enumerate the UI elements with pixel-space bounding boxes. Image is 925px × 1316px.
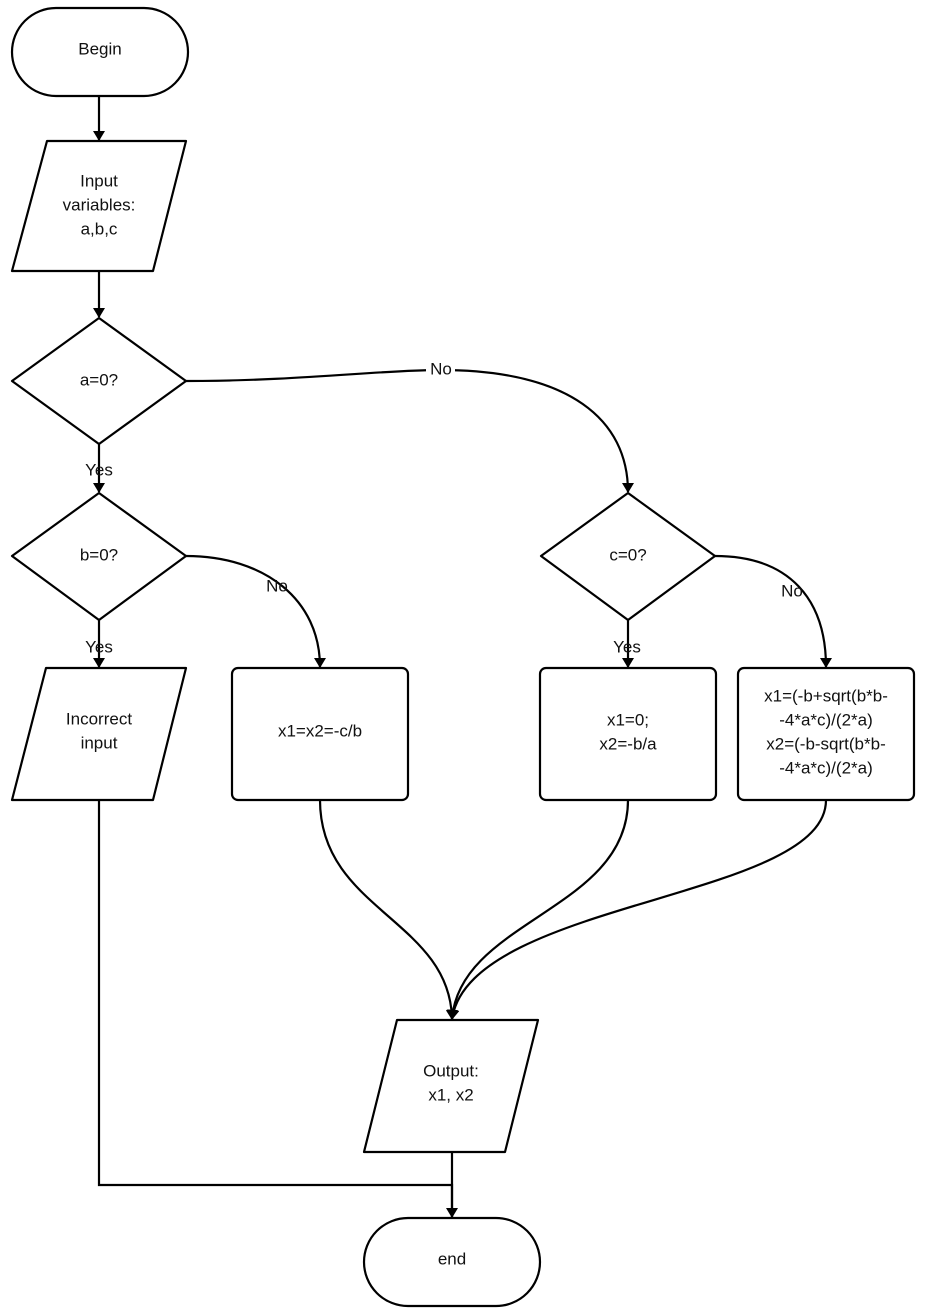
input-line-1: Input: [80, 171, 118, 190]
node-c-zero: c=0?: [539, 491, 717, 622]
b-zero-label: b=0?: [80, 545, 118, 564]
quadratic-line-4: -4*a*c)/(2*a): [779, 758, 873, 777]
label-a-yes: Yes: [85, 460, 113, 479]
a-zero-label: a=0?: [80, 370, 118, 389]
edges: [93, 96, 832, 1218]
czero-line-2: x2=-b/a: [599, 734, 657, 753]
quadratic-line-2: -4*a*c)/(2*a): [779, 710, 873, 729]
czero-line-1: x1=0;: [607, 710, 649, 729]
label-c-no: No: [781, 581, 803, 600]
input-line-2: variables:: [63, 195, 136, 214]
node-b-zero: b=0?: [10, 491, 188, 622]
end-label: end: [438, 1249, 466, 1268]
input-line-3: a,b,c: [81, 219, 118, 238]
edge-linear-output: [318, 799, 458, 1020]
node-linear: x1=x2=-c/b: [230, 666, 410, 802]
output-line-2: x1, x2: [428, 1085, 473, 1104]
edge-a-no: [185, 368, 634, 493]
node-incorrect: Incorrect input: [10, 666, 188, 802]
quadratic-line-1: x1=(-b+sqrt(b*b-: [764, 686, 888, 705]
node-output: Output: x1, x2: [362, 1018, 540, 1154]
edge-b-no: [185, 554, 326, 668]
node-quadratic: x1=(-b+sqrt(b*b- -4*a*c)/(2*a) x2=(-b-sq…: [736, 666, 916, 802]
incorrect-line-1: Incorrect: [66, 709, 132, 728]
edge-quadratic-output: [447, 799, 828, 1020]
label-b-yes: Yes: [85, 637, 113, 656]
node-end: end: [362, 1216, 542, 1308]
incorrect-line-2: input: [81, 733, 118, 752]
label-a-no: No: [430, 359, 452, 378]
label-c-yes: Yes: [613, 637, 641, 656]
output-line-1: Output:: [423, 1061, 479, 1080]
c-zero-label: c=0?: [609, 545, 646, 564]
label-b-no: No: [266, 576, 288, 595]
node-a-zero: a=0?: [10, 316, 188, 446]
edge-incorrect-end: [97, 800, 454, 1217]
linear-label: x1=x2=-c/b: [278, 721, 362, 740]
quadratic-line-3: x2=(-b-sqrt(b*b-: [766, 734, 886, 753]
node-input: Input variables: a,b,c: [10, 139, 188, 273]
edge-czero-output: [446, 799, 630, 1020]
begin-label: Begin: [78, 39, 121, 58]
edge-labels: No Yes Yes No Yes No: [85, 359, 803, 656]
node-c-zero-result: x1=0; x2=-b/a: [538, 666, 718, 802]
edge-c-no: [714, 554, 832, 668]
node-begin: Begin: [10, 6, 190, 98]
